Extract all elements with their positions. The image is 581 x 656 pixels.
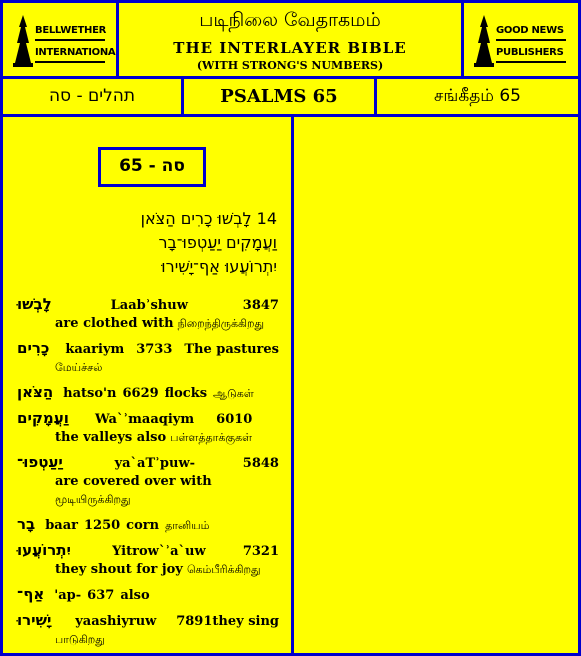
word-list: לָבְשׁוּ Laabʾshuw 3847 are clothed with… [17, 295, 279, 655]
word-entry: וַעֲמָקִים Wa`ʾmaaqiym 6010 the valleys … [17, 409, 279, 447]
word-entry: אַף־ 'ap- 637 also [17, 585, 279, 605]
word-english: corn [126, 518, 160, 533]
word-translit: kaariym [65, 342, 125, 357]
word-entry: לָבְשׁוּ Laabʾshuw 3847 are clothed with… [17, 295, 279, 333]
right-panel [291, 114, 581, 656]
word-english: are clothed with [55, 316, 174, 331]
word-entry: כָרִים kaariym 3733 The pastures மேய்ச்ச… [17, 339, 279, 377]
word-hebrew: יַעַטְפוּ־ [17, 453, 63, 471]
chapter-label: סה - 65 [98, 147, 206, 187]
left-panel: סה - 65 14 לָבְשׁוּ כָרִים הַצֹּאן וַעֲמ… [0, 114, 294, 656]
logo-good-news: GOOD NEWS PUBLISHERS [461, 0, 581, 79]
logo-left-line2: INTERNATIONAL [35, 47, 122, 58]
word-hebrew: בָר [17, 515, 36, 533]
book-tamil: சங்கீதம் 65 [434, 86, 521, 106]
word-entry: יָשִׁירוּ yaashiyruw 7891they sing பாடுக… [17, 611, 279, 649]
word-translit: hatso'n [63, 386, 117, 401]
word-hebrew: כָרִים [17, 339, 50, 357]
word-tamil: நிறைந்திருக்கிறது [177, 317, 265, 330]
word-english: flocks [164, 386, 208, 401]
word-translit: yaashiyruw [75, 614, 157, 629]
good-news-logo-icon [474, 15, 494, 67]
word-strong: 1250 [83, 518, 121, 533]
word-translit: ya`aTʾpuw- [114, 456, 196, 471]
word-entry: יַעַטְפוּ־ ya`aTʾpuw- 5848 are covered o… [17, 453, 279, 509]
word-tamil: மேய்ச்சல் [55, 361, 103, 374]
logo-underline [35, 61, 105, 63]
word-hebrew: יָשִׁירוּ [17, 611, 52, 629]
book-hebrew-cell: תהלים - סה [0, 76, 184, 117]
word-tamil: ஆடுகள் [213, 387, 254, 400]
word-hebrew: יִתְרוֹעֲעוּ [17, 541, 71, 559]
word-tamil: தானியம் [165, 519, 210, 532]
word-strong: 637 [87, 588, 115, 603]
word-english: they sing [212, 614, 279, 629]
word-strong: 6010 [216, 412, 253, 427]
word-translit: baar [45, 518, 78, 533]
book-tamil-cell: சங்கீதம் 65 [374, 76, 581, 117]
word-strong: 7321 [242, 544, 279, 559]
logo-underline [496, 39, 566, 41]
word-strong: 3733 [136, 342, 173, 357]
word-hebrew: אַף־ [17, 585, 45, 603]
title-tamil: படிநிலை வேதாகமம் [199, 9, 381, 31]
word-hebrew: וַעֲמָקִים [17, 409, 69, 427]
word-strong: 3847 [242, 298, 279, 313]
word-strong: 7891 [176, 614, 213, 629]
word-english: also [120, 588, 150, 603]
word-tamil: கெம்பீரிக்கிறது [186, 563, 261, 576]
title-box: படிநிலை வேதாகமம் THE INTERLAYER BIBLE (W… [116, 0, 464, 79]
word-translit: 'ap- [54, 588, 82, 603]
logo-right-line2: PUBLISHERS [496, 47, 564, 58]
book-english-cell: PSALMS 65 [181, 76, 377, 117]
verse-line: 14 לָבְשׁוּ כָרִים הַצֹּאן [140, 209, 277, 228]
word-tamil: பள்ளத்தாக்குகள் [170, 431, 253, 444]
logo-left-line1: BELLWETHER [35, 25, 107, 36]
bellwether-logo-icon [13, 15, 33, 67]
word-translit: Laabʾshuw [110, 298, 188, 313]
subtitle: (WITH STRONG'S NUMBERS) [196, 59, 384, 72]
word-strong: 6629 [122, 386, 159, 401]
word-translit: Wa`ʾmaaqiym [94, 412, 195, 427]
word-english: are covered over with [55, 474, 212, 489]
logo-right-line1: GOOD NEWS [496, 25, 564, 36]
word-english: they shout for joy [55, 562, 183, 577]
word-translit: Yitrow`ʾa`uw [112, 544, 206, 559]
word-entry: יִתְרוֹעֲעוּ Yitrow`ʾa`uw 7321 they shou… [17, 541, 279, 579]
verse-line: וַעֲמָקִים יַעַטְפוּ־בָר [158, 233, 277, 252]
word-english: the valleys also [55, 430, 167, 445]
book-english: PSALMS 65 [220, 86, 338, 107]
word-strong: 5848 [242, 456, 279, 471]
word-tamil: பாடுகிறது [55, 633, 105, 646]
logo-bellwether: BELLWETHER INTERNATIONAL [0, 0, 122, 79]
word-entry: בָר baar 1250 corn தானியம் [17, 515, 279, 535]
logo-underline [496, 61, 566, 63]
logo-underline [35, 39, 105, 41]
word-entry: הַצֹּאן hatso'n 6629 flocks ஆடுகள் [17, 383, 279, 403]
word-hebrew: הַצֹּאן [17, 383, 54, 401]
book-hebrew: תהלים - סה [48, 86, 136, 106]
word-tamil: மூடியிருக்கிறது [55, 493, 131, 506]
title-english: THE INTERLAYER BIBLE [173, 39, 407, 57]
word-hebrew: לָבְשׁוּ [17, 295, 52, 313]
word-english: The pastures [184, 342, 279, 357]
verse-text: 14 לָבְשׁוּ כָרִים הַצֹּאן וַעֲמָקִים יַ… [57, 207, 277, 279]
verse-line: יִתְרוֹעֲעוּ אַף־יָשִׁירוּ [161, 257, 277, 276]
